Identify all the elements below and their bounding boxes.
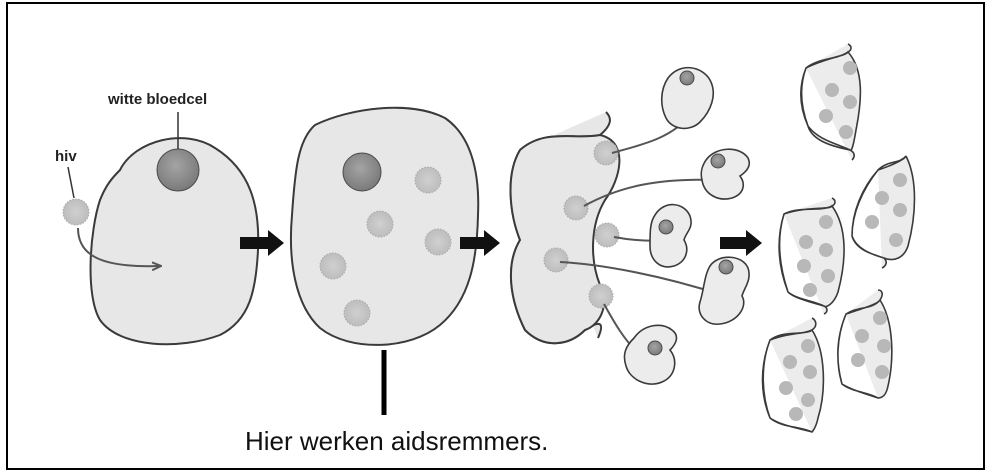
stage-2-cell bbox=[291, 108, 478, 345]
newly-infected-cells bbox=[624, 68, 749, 384]
label-hiv: hiv bbox=[55, 148, 77, 165]
stage-4-lysed-cells bbox=[763, 44, 915, 432]
nucleus bbox=[157, 149, 199, 191]
nucleus bbox=[343, 153, 381, 191]
label-white-blood-cell: witte bloedcel bbox=[107, 91, 207, 108]
stage-1-cell: witte bloedcel bbox=[91, 91, 259, 344]
hiv-leader-line bbox=[68, 167, 74, 198]
caption: Hier werken aidsremmers. bbox=[245, 426, 548, 456]
stage-3-cell bbox=[511, 112, 722, 355]
process-arrow-3 bbox=[720, 230, 762, 256]
